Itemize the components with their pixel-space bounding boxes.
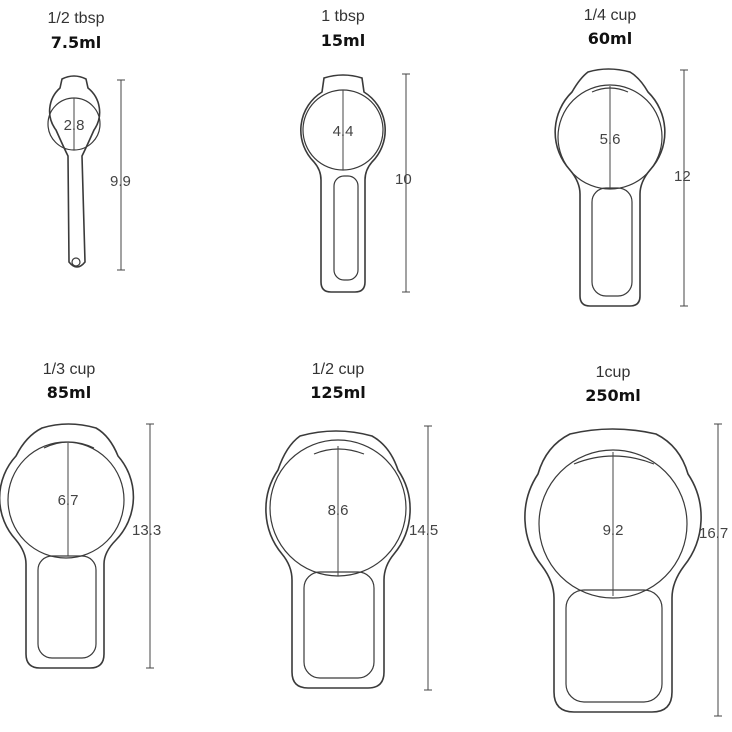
spoon-one-tbsp: 1 tbsp 15ml 4.4 10 xyxy=(300,8,412,293)
spoon-bowl xyxy=(538,449,688,599)
spoon-outline xyxy=(0,423,135,669)
length-label: 14.5 xyxy=(409,522,438,539)
diameter-label: 4.4 xyxy=(333,123,354,140)
spoon-third-cup: 1/3 cup 85ml 6.7 13.3 xyxy=(0,361,161,669)
length-label: 13.3 xyxy=(132,522,161,539)
length-label: 9.9 xyxy=(110,173,131,190)
unit-label: 1cup xyxy=(596,364,631,381)
volume-label: 7.5ml xyxy=(51,33,102,52)
unit-label: 1 tbsp xyxy=(321,8,365,25)
unit-label: 1/3 cup xyxy=(43,361,96,378)
volume-label: 85ml xyxy=(47,383,91,402)
handle-slot xyxy=(591,187,633,297)
handle-slot xyxy=(37,555,97,659)
diameter-label: 5.6 xyxy=(600,131,621,148)
unit-label: 1/2 cup xyxy=(312,361,365,378)
spoon-one-cup: 1cup 250ml 9.2 16.7 xyxy=(524,364,728,717)
bowl-rim xyxy=(43,441,95,449)
length-label: 12 xyxy=(674,168,691,185)
handle-slot xyxy=(565,589,663,703)
spoon-bowl xyxy=(557,84,663,190)
volume-label: 15ml xyxy=(321,31,365,50)
spoon-outline xyxy=(300,74,386,293)
volume-label: 60ml xyxy=(588,29,632,48)
spoon-outline xyxy=(48,75,101,268)
unit-label: 1/4 cup xyxy=(584,7,637,24)
handle-slot xyxy=(303,571,375,679)
volume-label: 125ml xyxy=(310,383,366,402)
diameter-label: 2.8 xyxy=(64,117,85,134)
diameter-label: 6.7 xyxy=(58,492,79,509)
hang-hole xyxy=(71,257,81,267)
unit-label: 1/2 tbsp xyxy=(48,10,105,27)
spoon-half-cup: 1/2 cup 125ml 8.6 14.5 xyxy=(265,361,438,691)
handle-slot xyxy=(333,175,359,281)
length-label: 16.7 xyxy=(699,525,728,542)
spoon-half-tbsp: 1/2 tbsp 7.5ml 2.8 9.9 xyxy=(47,10,131,271)
diameter-label: 8.6 xyxy=(328,502,349,519)
spoon-quarter-cup: 1/4 cup 60ml 5.6 12 xyxy=(554,7,691,307)
volume-label: 250ml xyxy=(585,386,641,405)
length-label: 10 xyxy=(395,171,412,188)
diameter-label: 9.2 xyxy=(603,522,624,539)
